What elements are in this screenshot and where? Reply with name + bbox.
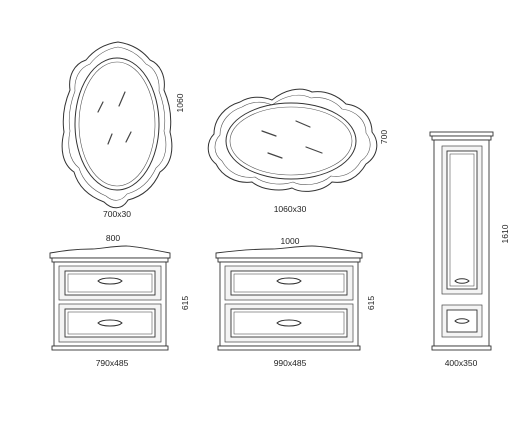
cabinet-tall-base xyxy=(431,345,492,351)
mirror-vertical-height-label: 1060 xyxy=(175,93,185,112)
vanity-large xyxy=(215,245,363,351)
vanity-large-height-label: 615 xyxy=(366,296,376,310)
vanity-small-drawer-bottom-panel xyxy=(64,308,156,338)
mirror-vertical xyxy=(61,41,173,209)
mirror-horizontal xyxy=(207,88,378,192)
vanity-small-width-label: 800 xyxy=(106,233,120,243)
mirror-horizontal-glare-1 xyxy=(261,130,277,137)
mirror-horizontal-glass-inner xyxy=(229,106,353,176)
mirror-vertical-size-label: 700x30 xyxy=(103,209,131,219)
vanity-small-base xyxy=(51,345,169,351)
mirror-horizontal-glare-3 xyxy=(267,152,283,159)
cabinet-tall-drawer-handle xyxy=(454,318,470,324)
vanity-small-size-label: 790x485 xyxy=(96,358,129,368)
vanity-small xyxy=(49,245,171,351)
vanity-large-base xyxy=(217,345,361,351)
mirror-horizontal-glare-4 xyxy=(305,146,323,154)
vanity-large-top-edge xyxy=(217,257,361,263)
mirror-vertical-glass-inner xyxy=(78,61,156,187)
mirror-vertical-glare-2 xyxy=(118,91,126,107)
cabinet-tall-drawer-panel xyxy=(446,309,478,333)
vanity-small-top-edge xyxy=(51,257,169,263)
mirror-vertical-frame-inner xyxy=(68,46,167,201)
cabinet-tall-top-molding xyxy=(431,135,492,141)
mirror-horizontal-height-label: 700 xyxy=(379,130,389,144)
cabinet-tall-door-panel xyxy=(446,150,478,290)
cabinet-tall-height-label: 1610 xyxy=(500,224,510,243)
vanity-large-size-label: 990x485 xyxy=(274,358,307,368)
cabinet-tall-door-panel-inner xyxy=(449,153,475,287)
vanity-small-drawer-top-handle xyxy=(97,277,123,285)
vanity-small-drawer-top-panel-inner xyxy=(67,273,153,293)
mirror-vertical-glare-1 xyxy=(97,101,104,113)
mirror-vertical-glare-3 xyxy=(107,133,113,145)
cabinet-tall-size-label: 400x350 xyxy=(445,358,478,368)
vanity-large-drawer-bottom-panel-inner xyxy=(233,311,345,335)
mirror-horizontal-frame-inner xyxy=(214,94,371,185)
vanity-small-drawer-bottom-handle xyxy=(97,319,123,327)
mirror-horizontal-glare-2 xyxy=(295,120,311,128)
mirror-vertical-glare-4 xyxy=(125,131,132,143)
vanity-large-drawer-bottom-handle xyxy=(276,319,302,327)
mirror-horizontal-frame-outer xyxy=(207,88,378,192)
vanity-large-drawer-bottom-panel xyxy=(230,308,348,338)
mirror-horizontal-size-label: 1060x30 xyxy=(274,204,307,214)
vanity-large-countertop xyxy=(215,245,363,259)
vanity-large-drawer-top-panel-inner xyxy=(233,273,345,293)
cabinet-tall-door-handle xyxy=(454,278,470,284)
vanity-small-drawer-bottom-panel-inner xyxy=(67,311,153,335)
cabinet-tall-top-cap xyxy=(429,131,494,137)
vanity-large-drawer-top-panel xyxy=(230,270,348,296)
vanity-small-countertop xyxy=(49,245,171,259)
vanity-large-drawer-top-handle xyxy=(276,277,302,285)
mirror-vertical-glass-outer xyxy=(74,57,160,191)
vanity-large-width-label: 1000 xyxy=(281,236,300,246)
mirror-vertical-frame-outer xyxy=(61,41,173,209)
cabinet-tall xyxy=(429,131,494,351)
vanity-small-drawer-top-panel xyxy=(64,270,156,296)
mirror-horizontal-glass-outer xyxy=(225,102,357,180)
vanity-small-height-label: 615 xyxy=(180,296,190,310)
